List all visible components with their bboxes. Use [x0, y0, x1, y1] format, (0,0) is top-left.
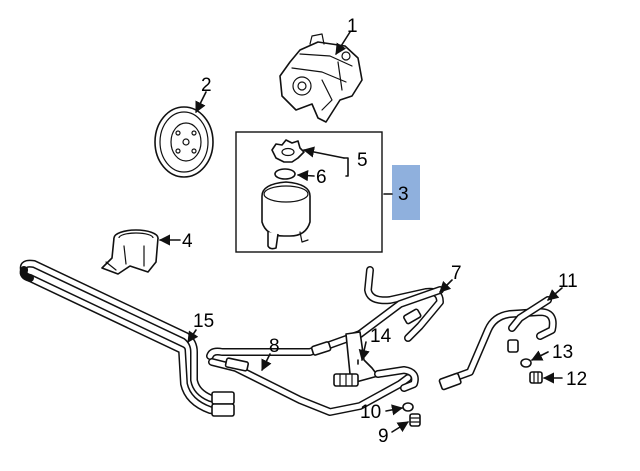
reservoir-bracket[interactable]	[101, 229, 159, 275]
callout-12: 12	[566, 369, 587, 390]
reservoir-assembly-box	[235, 131, 383, 253]
reservoir-seal-ring[interactable]	[274, 168, 296, 180]
leader-lines	[158, 31, 563, 433]
callout-13: 13	[552, 342, 573, 363]
pump-pulley[interactable]	[154, 106, 214, 178]
callout-10: 10	[360, 402, 381, 423]
callout-6: 6	[316, 167, 327, 188]
reservoir-cap[interactable]	[271, 139, 305, 163]
suction-hose[interactable]	[438, 296, 557, 391]
sealing-washer-10[interactable]	[402, 402, 414, 412]
callout-8: 8	[269, 336, 280, 357]
banjo-bolt-12[interactable]	[529, 371, 543, 384]
pressure-hose[interactable]	[206, 330, 412, 416]
callout-3-highlight	[392, 165, 420, 220]
callout-15: 15	[193, 311, 214, 332]
callout-5: 5	[357, 150, 368, 171]
callout-4: 4	[182, 231, 193, 252]
callout-11: 11	[558, 271, 578, 292]
callout-14: 14	[370, 326, 392, 347]
callout-7: 7	[451, 263, 462, 284]
callout-9: 9	[378, 426, 389, 447]
power-steering-pump[interactable]	[279, 33, 363, 123]
cooler-line[interactable]	[19, 259, 235, 417]
callout-3: 3	[398, 184, 409, 205]
callout-1: 1	[347, 16, 358, 37]
return-hose[interactable]	[356, 266, 444, 342]
reservoir-body[interactable]	[261, 181, 311, 250]
banjo-bolt-9[interactable]	[409, 413, 421, 427]
callout-2: 2	[201, 75, 212, 96]
sealing-washer-13[interactable]	[520, 358, 532, 368]
